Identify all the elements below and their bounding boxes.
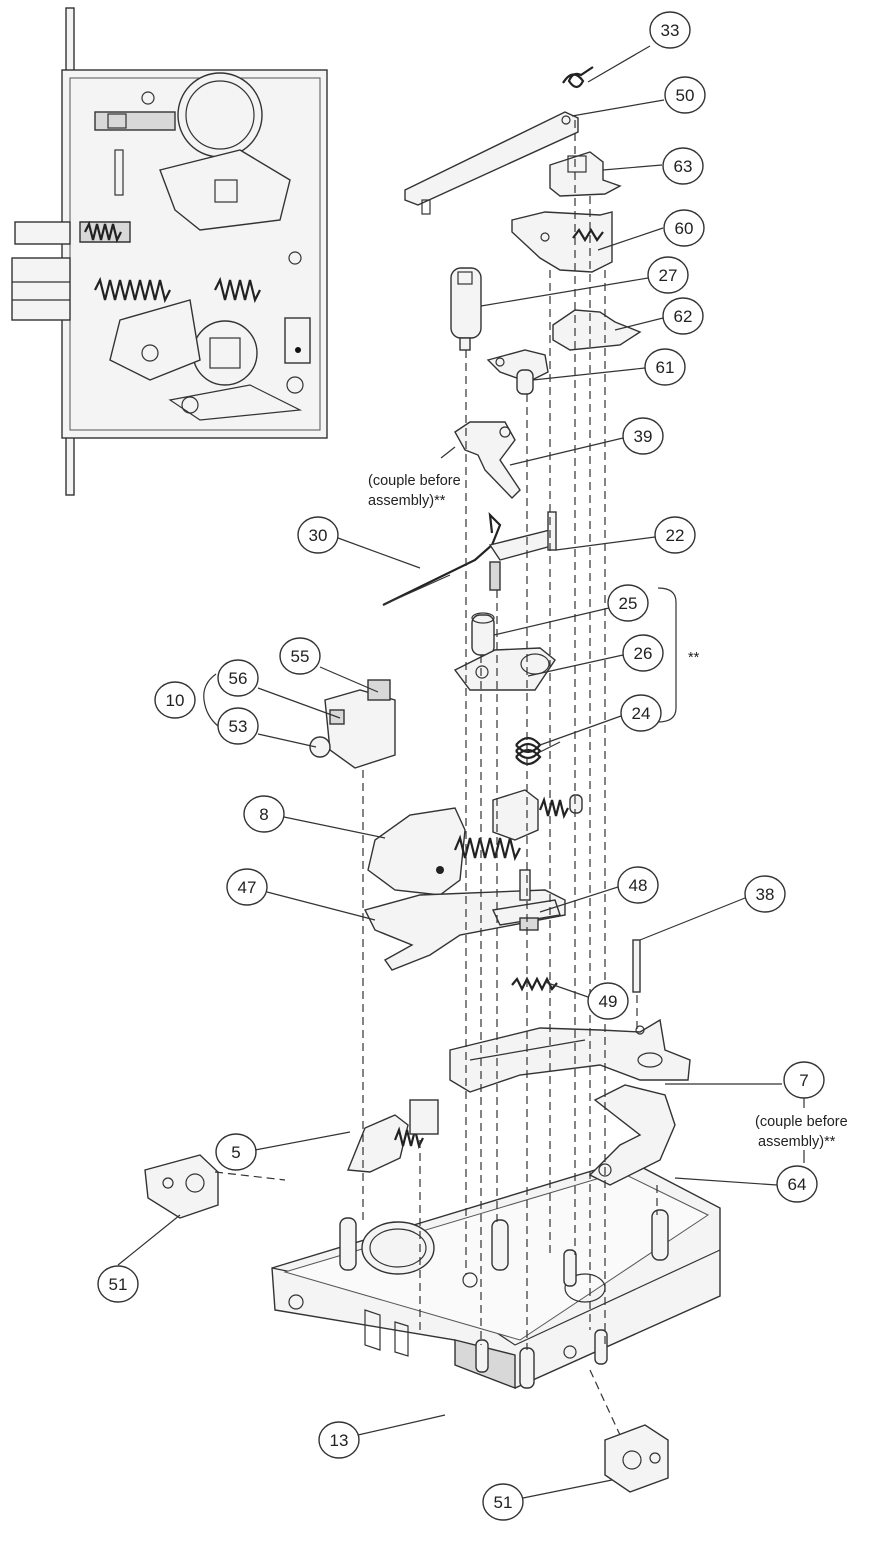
callout-64: 64 (776, 1165, 818, 1203)
part-7-link-plate (449, 1018, 691, 1093)
part-25-bushing (471, 612, 495, 656)
callout-64-label: 64 (788, 1175, 807, 1194)
callout-27-label: 27 (659, 266, 678, 285)
callout-10-label: 10 (166, 691, 185, 710)
part-30-wire-spring (382, 512, 502, 606)
callout-22: 22 (654, 516, 696, 554)
couple-note-left: (couple before assembly)** (368, 473, 461, 509)
callout-56: 56 (217, 659, 259, 697)
callout-26: 26 (622, 634, 664, 672)
callout-33: 33 (649, 11, 691, 49)
assembled-lock-inset (11, 7, 328, 496)
callout-25: 25 (607, 584, 649, 622)
callout-22-label: 22 (666, 526, 685, 545)
part-61-cam-plate (486, 349, 549, 395)
couple-note-left-line1: (couple before (368, 473, 461, 489)
callout-39-label: 39 (634, 427, 653, 446)
assembly-guide-lines (214, 120, 658, 1436)
callout-8: 8 (243, 795, 285, 833)
callout-48: 48 (617, 866, 659, 904)
callout-38-label: 38 (756, 885, 775, 904)
callout-leader-lines (117, 45, 805, 1499)
callout-38: 38 (744, 875, 786, 913)
part-26-plate (453, 647, 556, 691)
callout-10: 10 (154, 681, 196, 719)
part-50-lever-arm (404, 111, 579, 215)
callout-49-label: 49 (599, 992, 618, 1011)
callout-51-top-label: 51 (109, 1275, 128, 1294)
callout-55-label: 55 (291, 647, 310, 666)
callout-47-label: 47 (238, 878, 257, 897)
callout-55: 55 (279, 637, 321, 675)
callout-24: 24 (620, 694, 662, 732)
part-10-assembly (309, 679, 396, 769)
part-60-hub-with-spring (511, 211, 613, 273)
callout-7-label: 7 (799, 1071, 808, 1090)
callout-27: 27 (647, 256, 689, 294)
callout-5-label: 5 (231, 1143, 240, 1162)
part-39-lever (454, 421, 521, 499)
callout-25-label: 25 (619, 594, 638, 613)
callout-26-label: 26 (634, 644, 653, 663)
callout-51-bottom-label: 51 (494, 1493, 513, 1512)
lock-case (271, 1159, 721, 1390)
callout-47: 47 (226, 868, 268, 906)
callout-56-label: 56 (229, 669, 248, 688)
part-51-face-plate-bottom (604, 1424, 669, 1493)
callout-62-label: 62 (674, 307, 693, 326)
callout-50: 50 (664, 76, 706, 114)
part-38-pin (632, 939, 641, 993)
callout-24-label: 24 (632, 704, 651, 723)
part-33-spring-clip (562, 66, 594, 89)
part-63-hub (549, 151, 622, 197)
callout-53-label: 53 (229, 717, 248, 736)
callout-39: 39 (622, 417, 664, 455)
callout-51-top: 51 (97, 1265, 139, 1303)
callout-60-label: 60 (675, 219, 694, 238)
callout-50-label: 50 (676, 86, 695, 105)
callout-63-label: 63 (674, 157, 693, 176)
callout-30: 30 (297, 516, 339, 554)
part-24-torsion-spring (515, 736, 561, 766)
callout-7: 7 (783, 1061, 825, 1099)
callout-53: 53 (217, 707, 259, 745)
callout-51-bottom: 51 (482, 1483, 524, 1521)
couple-note-right-line1: (couple before (755, 1114, 848, 1130)
part-51-face-plate-top (144, 1154, 219, 1219)
callout-63: 63 (662, 147, 704, 185)
part-64-hub-plate (588, 1084, 676, 1186)
part-27-spindle-cylinder (450, 267, 482, 351)
part-22-bracket (488, 511, 557, 591)
callout-13-label: 13 (330, 1431, 349, 1450)
callout-48-label: 48 (629, 876, 648, 895)
couple-note-right: (couple before assembly)** (755, 1114, 848, 1150)
callout-5: 5 (215, 1133, 257, 1171)
callout-33-label: 33 (661, 21, 680, 40)
callout-61-label: 61 (656, 358, 675, 377)
group-marker: ** (688, 650, 700, 666)
couple-note-left-line2: assembly)** (368, 493, 446, 509)
callout-30-label: 30 (309, 526, 328, 545)
part-62-hub (552, 309, 642, 351)
callout-13: 13 (318, 1421, 360, 1459)
part-5-latch-bolt (346, 1099, 439, 1173)
part-48-slider (491, 899, 561, 931)
callout-61: 61 (644, 348, 686, 386)
callout-60: 60 (663, 209, 705, 247)
callout-49: 49 (587, 982, 629, 1020)
callout-8-label: 8 (259, 805, 268, 824)
callout-62: 62 (662, 297, 704, 335)
couple-note-right-line2: assembly)** (758, 1134, 836, 1150)
